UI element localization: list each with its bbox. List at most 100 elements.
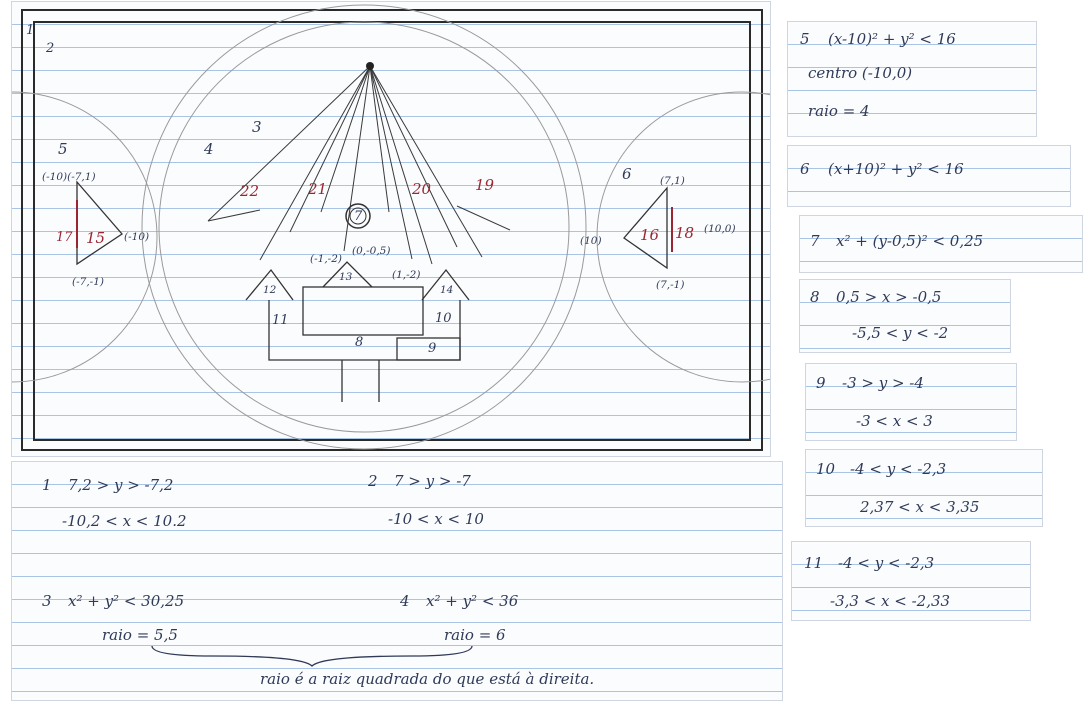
label-right-house: 10	[435, 311, 452, 326]
coord-roof-center: (0,-0,5)	[352, 245, 391, 257]
label-left-roof: 12	[263, 284, 277, 296]
ray-2	[259, 65, 371, 261]
geometric-drawing	[12, 4, 770, 451]
coord-left-vertex: (-10)	[124, 231, 150, 243]
ray-7	[369, 65, 413, 260]
label-right-roof: 14	[440, 284, 454, 296]
ineq-2-line2: -10 < x < 10	[388, 510, 484, 528]
label-bottom-rect: 9	[428, 341, 437, 356]
ineq-2-num: 2	[368, 472, 378, 490]
coord-right-top: (7,1)	[660, 175, 685, 187]
ineq-num: 9	[816, 374, 826, 392]
ray-8	[369, 65, 433, 265]
label-left-triangle: 15	[86, 229, 106, 247]
label-line-22: 22	[240, 182, 260, 200]
seg-22	[207, 209, 261, 222]
ineq-num: 5	[800, 30, 810, 48]
label-line-21: 21	[308, 180, 328, 198]
ineq-card-11: 11 -4 < y < -2,3 -3,3 < x < -2,33	[792, 542, 1030, 620]
coord-right-bottom: (7,-1)	[656, 279, 685, 291]
ineq-num: 8	[810, 288, 820, 306]
ineq-card-8: 8 0,5 > x > -0,5 -5,5 < y < -2	[800, 280, 1010, 352]
ray-10	[369, 65, 483, 258]
ineq-card-6: 6 (x+10)² + y² < 16	[788, 146, 1070, 206]
ineq-1-line1: 7,2 > y > -7,2	[68, 476, 174, 494]
ineq-line: 2,37 < x < 3,35	[860, 498, 980, 516]
ray-4	[320, 65, 371, 213]
ineq-line: -3 < x < 3	[856, 412, 933, 430]
ray-5	[343, 65, 371, 252]
ineq-line: 0,5 > x > -0,5	[836, 288, 942, 306]
bottom-rectangle	[396, 337, 461, 361]
left-roof	[245, 268, 294, 301]
ray-3	[289, 65, 371, 233]
label-center-roof: 13	[339, 271, 353, 283]
ineq-card-5: 5 (x-10)² + y² < 16 centro (-10,0) raio …	[788, 22, 1036, 136]
label-left-semicircle: 5	[58, 140, 68, 158]
ray-1	[207, 65, 371, 222]
ineq-card-9: 9 -3 > y > -4 -3 < x < 3	[806, 364, 1016, 440]
ineq-1-num: 1	[42, 476, 52, 494]
label-center-circle: 7	[354, 209, 363, 224]
label-line-20: 20	[412, 180, 432, 198]
seg-19	[456, 205, 511, 231]
left-house	[268, 300, 461, 361]
coord-right-vertex: (10,0)	[704, 223, 736, 235]
ineq-line: -3 > y > -4	[842, 374, 924, 392]
raio-note: raio é a raiz quadrada do que está à dir…	[260, 670, 595, 688]
ineq-line: raio = 4	[808, 102, 870, 120]
right-roof	[421, 268, 470, 301]
ineq-line: centro (-10,0)	[808, 64, 913, 82]
ineq-card-10: 10 -4 < y < -2,3 2,37 < x < 3,35	[806, 450, 1042, 526]
label-small-circle: 3	[252, 118, 262, 136]
ineq-line: (x-10)² + y² < 16	[828, 30, 956, 48]
ineq-num: 10	[816, 460, 836, 478]
coord-left-top: (-10)(-7,1)	[42, 171, 96, 183]
label-right-triangle: 16	[640, 226, 660, 244]
ineq-1-line2: -10,2 < x < 10.2	[62, 512, 187, 530]
ineq-3-line2: raio = 5,5	[102, 626, 178, 644]
label-left-bar: 17	[56, 230, 73, 245]
label-big-circle: 4	[204, 140, 214, 158]
label-right-semicircle: 6	[622, 165, 632, 183]
right-semicircle	[596, 91, 770, 383]
center-house	[302, 286, 424, 336]
label-center-house: 8	[355, 335, 364, 350]
left-triangle	[76, 180, 123, 266]
label-left-house: 11	[272, 313, 289, 328]
label-inner: 2	[46, 41, 55, 56]
ineq-4-num: 4	[400, 592, 410, 610]
ineq-3-num: 3	[42, 592, 52, 610]
ray-9	[369, 65, 458, 248]
coord-left-bottom: (-7,-1)	[72, 276, 104, 288]
center-roof	[322, 261, 373, 288]
coord-roof-right: (1,-2)	[392, 269, 421, 281]
coord-right-left: (10)	[580, 235, 602, 247]
ineq-4-line1: x² + y² < 36	[426, 592, 519, 610]
ray-6	[369, 65, 390, 213]
ineq-num: 11	[804, 554, 824, 572]
label-line-19: 19	[475, 176, 495, 194]
ineq-line: x² + (y-0,5)² < 0,25	[836, 232, 984, 250]
ineq-line: -5,5 < y < -2	[852, 324, 949, 342]
ineq-line: -4 < y < -2,3	[838, 554, 935, 572]
label-right-bar: 18	[675, 224, 695, 242]
small-circle	[158, 21, 570, 433]
ineq-num: 7	[810, 232, 820, 250]
outer-rectangle	[21, 9, 763, 451]
ineq-num: 6	[800, 160, 810, 178]
inner-rectangle	[33, 21, 751, 441]
brace	[151, 645, 473, 667]
coord-roof-left: (-1,-2)	[310, 253, 342, 265]
right-triangle	[623, 186, 668, 270]
ineq-3-line1: x² + y² < 30,25	[68, 592, 185, 610]
drawing-sheet: 1 2 5 4 3 6 7 8 9 10 11 12 13 14 15 17 1…	[12, 2, 770, 456]
ineq-2-line1: 7 > y > -7	[394, 472, 471, 490]
bottom-sheet: 1 7,2 > y > -7,2 -10,2 < x < 10.2 2 7 > …	[12, 462, 782, 700]
ineq-line: (x+10)² + y² < 16	[828, 160, 964, 178]
apex-point	[366, 62, 374, 70]
ineq-line: -3,3 < x < -2,33	[830, 592, 951, 610]
ineq-4-line2: raio = 6	[444, 626, 506, 644]
left-semicircle	[12, 91, 158, 383]
center-circle	[345, 203, 371, 229]
